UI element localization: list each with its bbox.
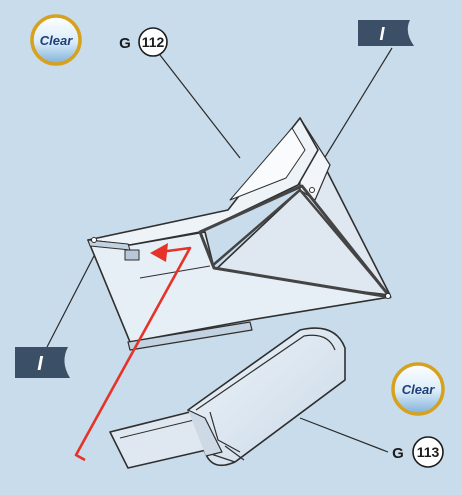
flag-bottom-left-label: I [37, 353, 43, 375]
flag-marker-bottom-left: I [15, 347, 70, 378]
clear-paint-badge-top: Clear [32, 16, 80, 64]
clear-badge-bottom-label: Clear [402, 382, 435, 397]
part-prefix-g113: G [392, 445, 404, 462]
part-number-g113: 113 [417, 444, 440, 460]
part-prefix-g112: G [119, 35, 131, 52]
flag-marker-top-right: I [358, 20, 414, 46]
clear-badge-top-label: Clear [40, 33, 73, 48]
part-number-g112: 112 [142, 34, 165, 50]
clear-paint-badge-bottom: Clear [393, 364, 443, 414]
